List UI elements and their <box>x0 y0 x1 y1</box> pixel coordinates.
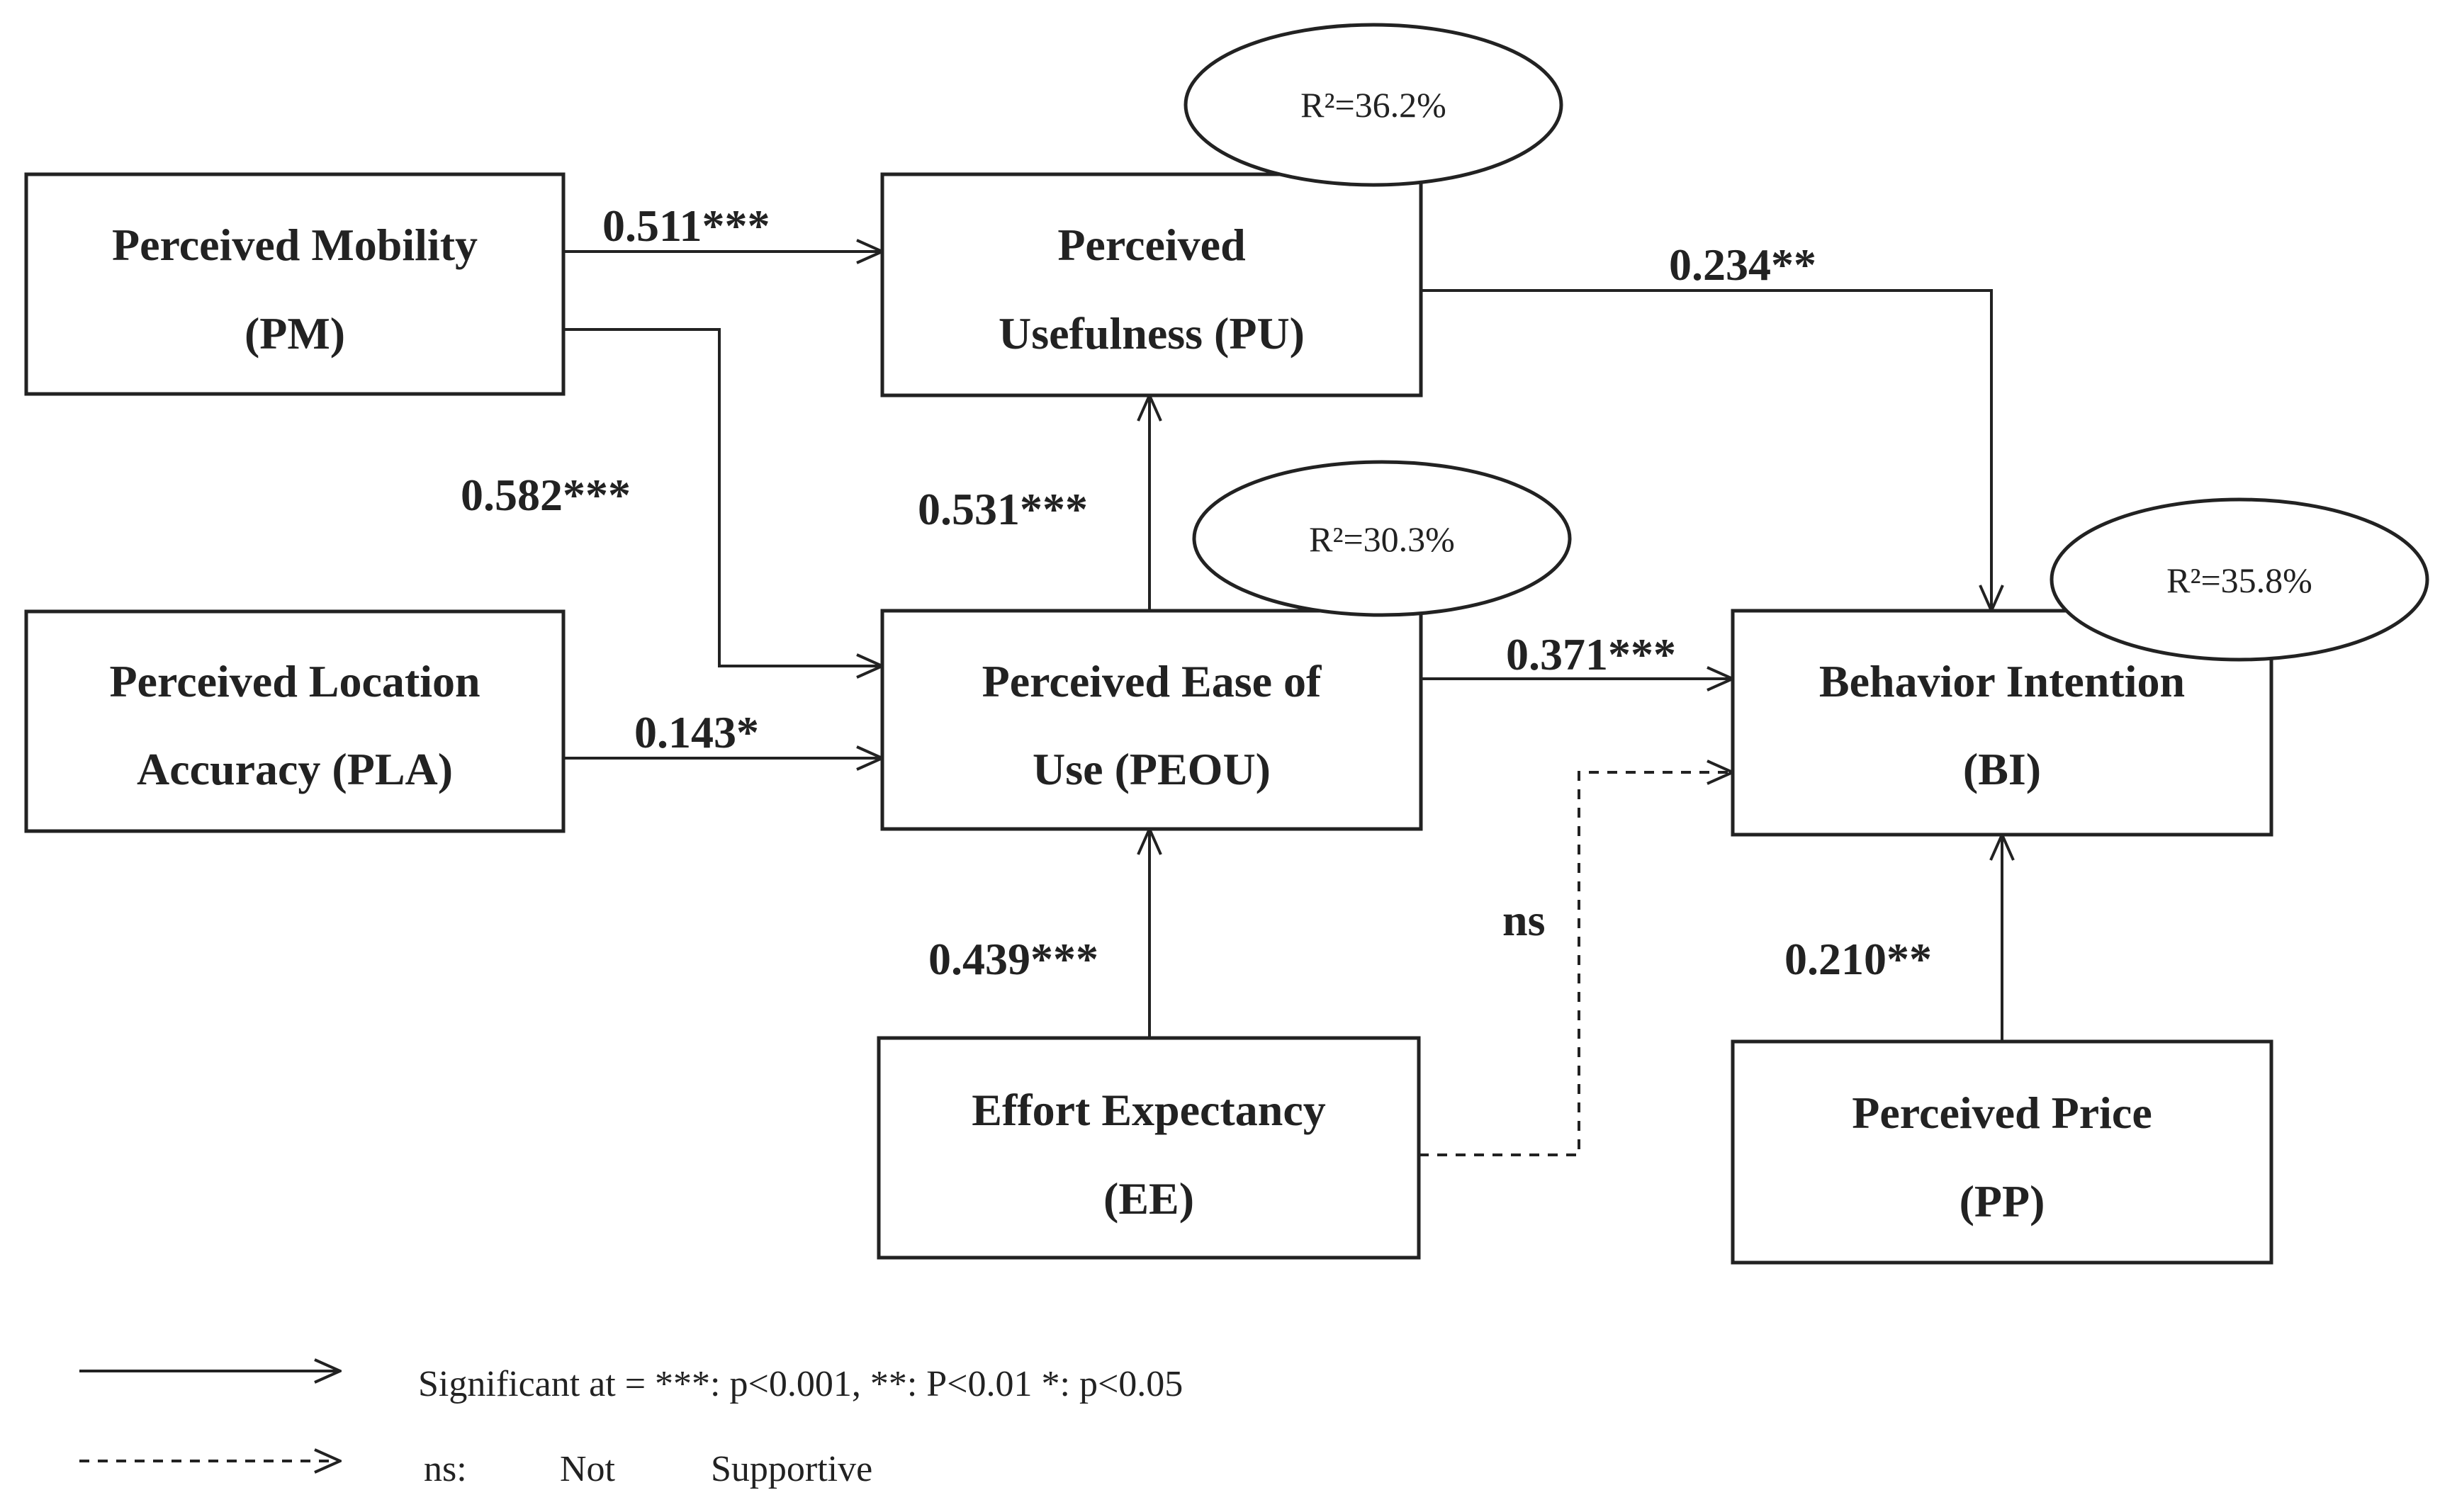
node-pla: Perceived Location Accuracy (PLA) <box>24 609 566 833</box>
node-pla-line2: Accuracy (PLA) <box>137 744 453 794</box>
node-pm: Perceived Mobility (PM) <box>24 172 566 396</box>
r2-bi: R²=35.8% <box>2050 497 2429 662</box>
legend: Significant at = ***: p<0.001, **: P<0.0… <box>79 1364 1183 1489</box>
r2-peou-label: R²=30.3% <box>1309 519 1455 559</box>
arrow-pm-peou <box>563 328 882 666</box>
legend-significant: Significant at = ***: p<0.001, **: P<0.0… <box>418 1364 1183 1404</box>
node-pp-box <box>1731 1039 2273 1265</box>
node-peou-line1: Perceived Ease of <box>982 656 1322 706</box>
r2-pu: R²=36.2% <box>1184 23 1563 187</box>
coef-ee-bi: ns <box>1502 895 1546 945</box>
node-ee-line2: (EE) <box>1103 1173 1194 1224</box>
node-peou: Perceived Ease of Use (PEOU) <box>880 609 1423 831</box>
node-pm-box <box>24 172 566 396</box>
r2-pu-ellipse <box>1184 23 1563 187</box>
node-pp-line2: (PP) <box>1960 1176 2045 1226</box>
arrow-ee-bi-dashed <box>1419 772 1733 1156</box>
node-pp-line1: Perceived Price <box>1852 1088 2152 1138</box>
node-ee-line1: Effort Expectancy <box>972 1085 1325 1135</box>
node-pla-box <box>24 609 566 833</box>
r2-peou-ellipse <box>1192 460 1572 617</box>
coef-pla-peou: 0.143* <box>634 707 759 757</box>
r2-bi-ellipse <box>2050 497 2429 662</box>
node-peou-line2: Use (PEOU) <box>1033 744 1271 794</box>
node-bi: Behavior Intention (BI) <box>1731 609 2273 837</box>
node-pu-box <box>880 172 1423 397</box>
node-peou-box <box>880 609 1423 831</box>
legend-ns-label: ns: <box>424 1449 467 1489</box>
node-bi-line2: (BI) <box>1963 744 2041 794</box>
legend-ns-not: Not <box>560 1449 616 1489</box>
node-pla-line1: Perceived Location <box>109 656 480 706</box>
r2-pu-label: R²=36.2% <box>1300 85 1446 125</box>
r2-bi-label: R²=35.8% <box>2166 560 2312 600</box>
coef-ee-peou: 0.439*** <box>928 934 1098 984</box>
coef-pm-peou: 0.582*** <box>461 470 631 520</box>
legend-ns-supportive: Supportive <box>711 1449 872 1489</box>
r2-peou: R²=30.3% <box>1192 460 1572 617</box>
path-coefficients: 0.511*** 0.582*** 0.143* 0.531*** 0.234*… <box>461 201 1932 984</box>
arrow-pu-bi <box>1421 289 1991 611</box>
node-pu-line2: Usefulness (PU) <box>999 308 1305 359</box>
node-pu: Perceived Usefulness (PU) <box>880 172 1423 397</box>
node-ee-box <box>877 1036 1421 1260</box>
coef-pm-pu: 0.511*** <box>602 201 770 251</box>
coef-peou-bi: 0.371*** <box>1506 629 1676 679</box>
node-pp: Perceived Price (PP) <box>1731 1039 2273 1265</box>
node-pu-line1: Perceived <box>1057 220 1245 270</box>
coef-peou-pu: 0.531*** <box>918 484 1088 534</box>
node-pm-line1: Perceived Mobility <box>112 220 478 270</box>
coef-pu-bi: 0.234** <box>1669 239 1816 290</box>
node-bi-line1: Behavior Intention <box>1819 656 2185 706</box>
node-ee: Effort Expectancy (EE) <box>877 1036 1421 1260</box>
coef-pp-bi: 0.210** <box>1784 934 1932 984</box>
node-pm-line2: (PM) <box>244 308 345 359</box>
connectors <box>563 252 2002 1156</box>
